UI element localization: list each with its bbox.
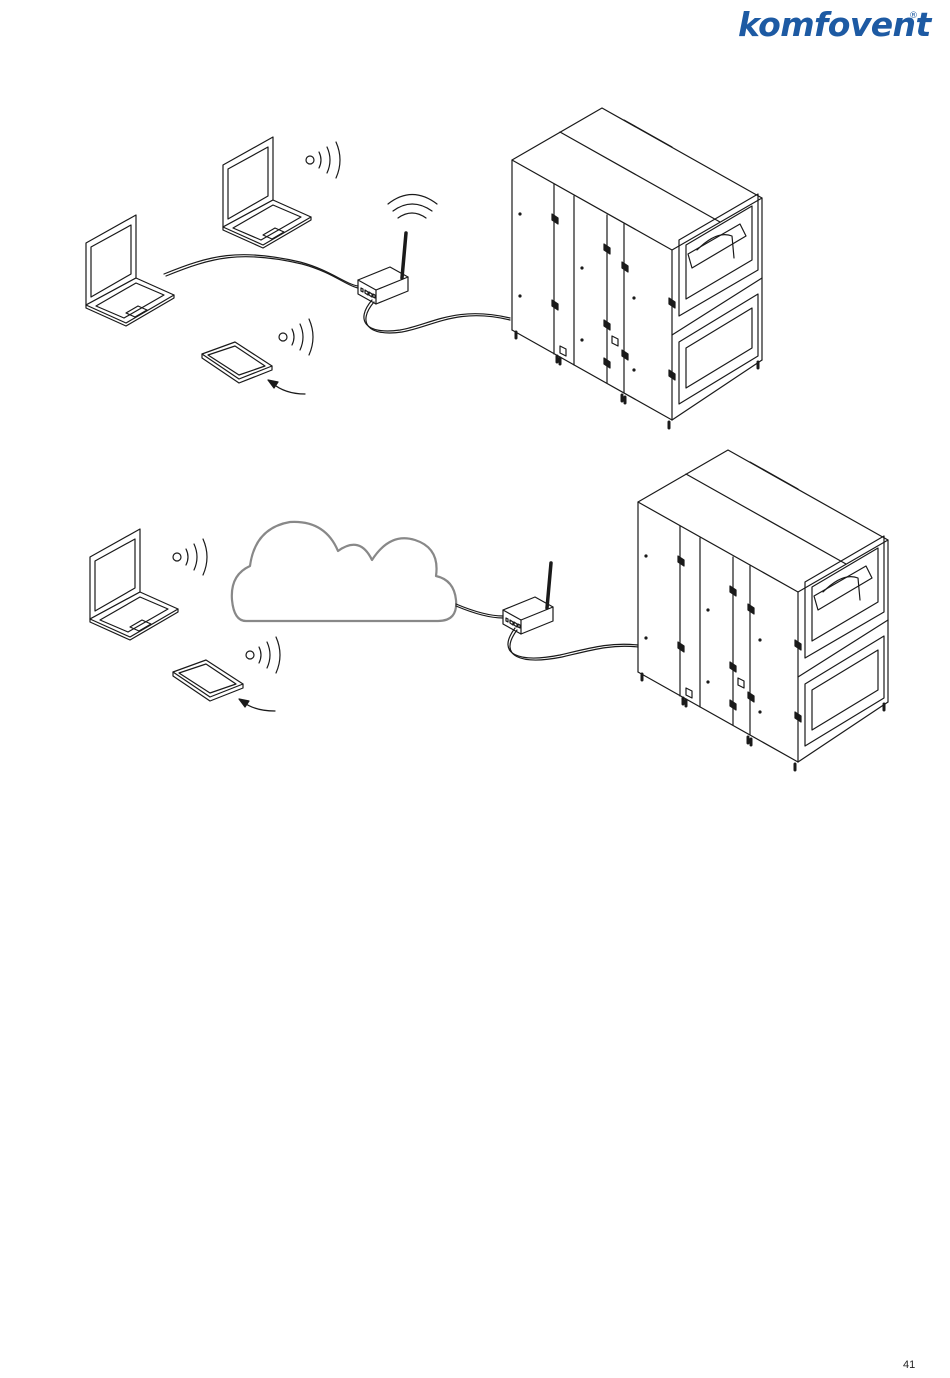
cloud-icon (232, 522, 456, 621)
air-handling-unit-icon (512, 108, 762, 428)
local-network-diagram (86, 108, 762, 428)
remote-control-panel-icon (202, 342, 272, 383)
laptop-icon (86, 215, 174, 326)
wifi-signal-icon (306, 142, 340, 178)
internet-cloud-diagram (90, 450, 888, 770)
network-cable (164, 255, 510, 333)
wifi-signal-icon (279, 319, 313, 355)
network-cable (456, 604, 638, 660)
laptop-icon (90, 529, 178, 640)
remote-control-panel-icon (173, 660, 243, 701)
arrow-icon (239, 699, 275, 711)
page-number: 41 (903, 1359, 915, 1371)
wifi-broadcast-icon (388, 195, 437, 219)
router-icon (358, 233, 408, 304)
air-handling-unit-icon (638, 450, 888, 770)
arrow-icon (268, 380, 305, 394)
wifi-signal-icon (246, 637, 280, 673)
wifi-signal-icon (173, 539, 207, 575)
router-icon (503, 563, 553, 634)
laptop-icon (223, 137, 311, 248)
